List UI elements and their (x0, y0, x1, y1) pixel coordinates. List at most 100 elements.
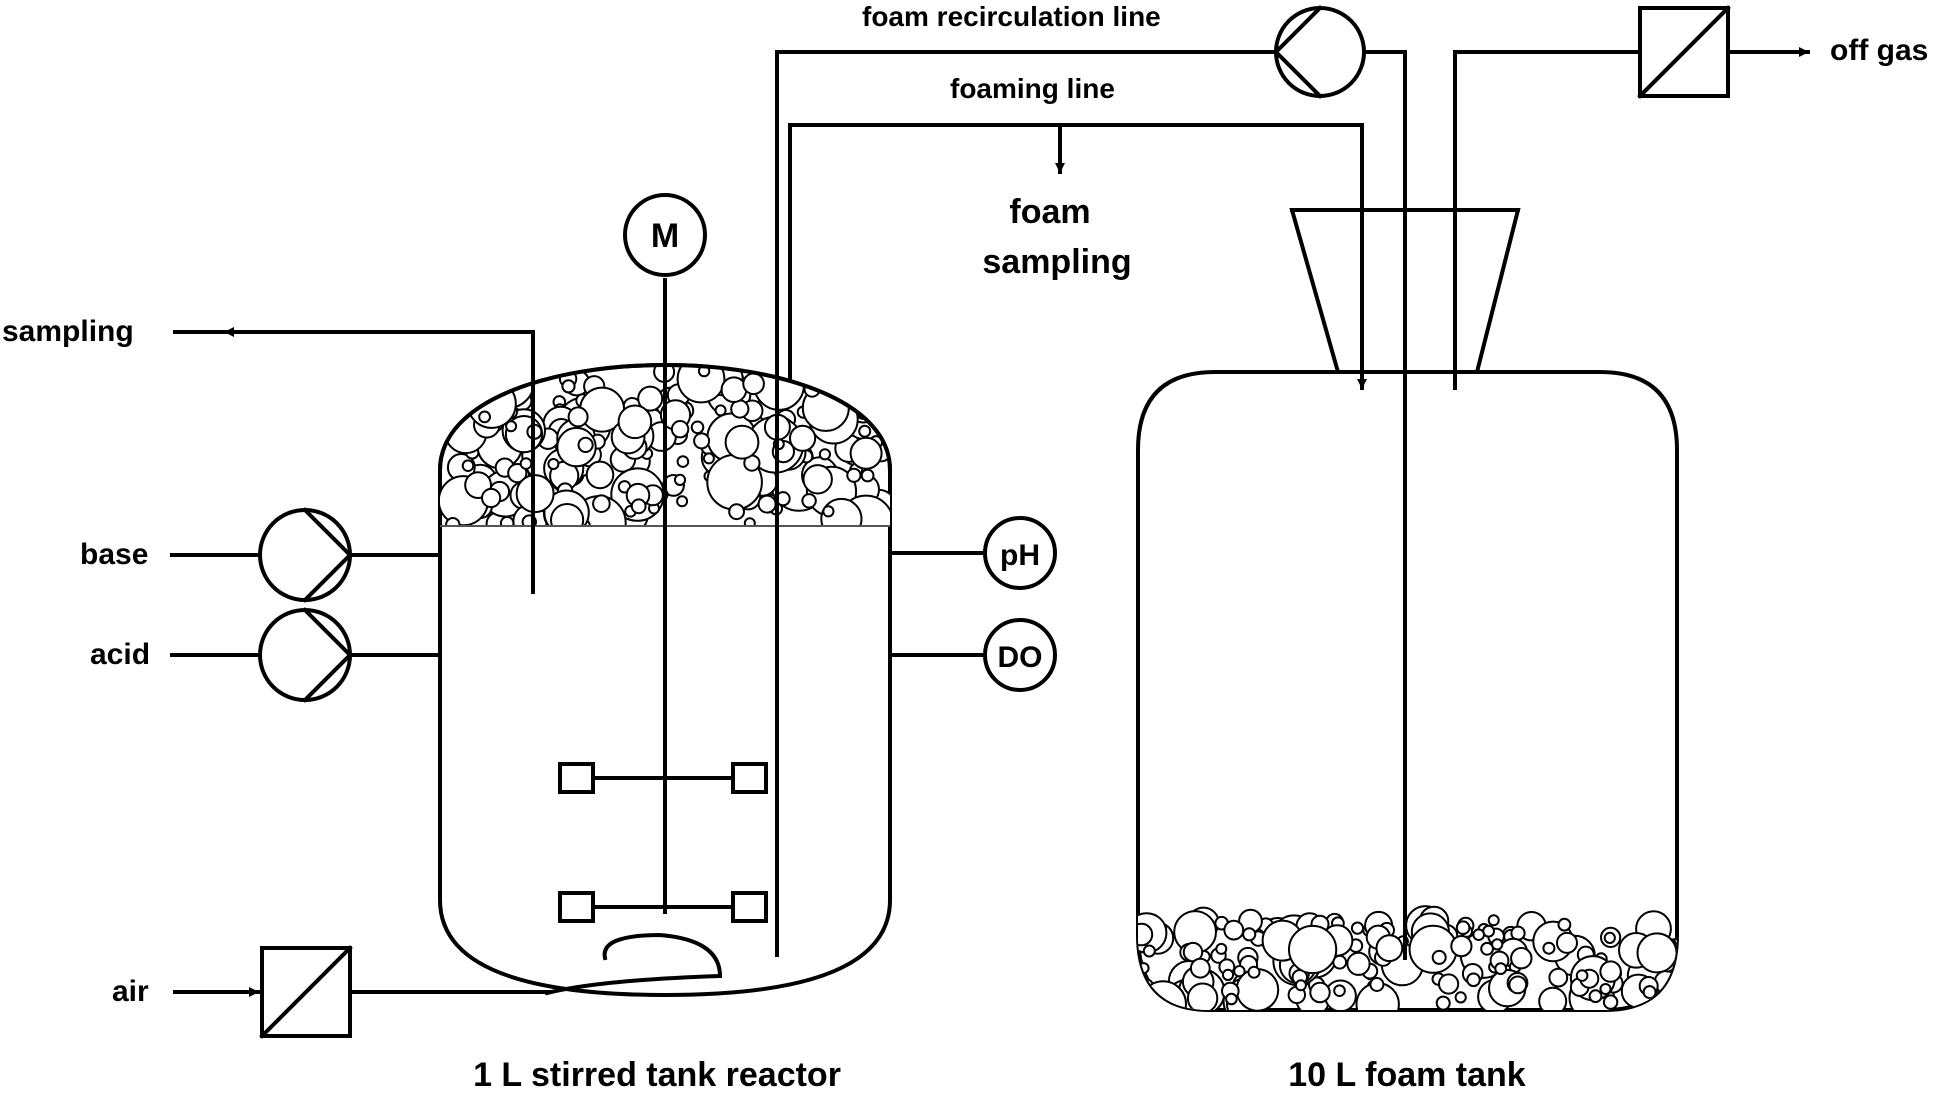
foam-bubble (1548, 967, 1569, 988)
foam-recirculation-label: foam recirculation line (862, 1, 1161, 32)
foam-bubble (1294, 979, 1307, 992)
foam-bubble (690, 420, 705, 435)
do-label: DO (998, 641, 1043, 674)
foam-bubble (617, 404, 653, 440)
foam-bubble (445, 517, 461, 526)
foam-bubble (742, 372, 765, 396)
foam-bubble (670, 420, 690, 439)
foam-bubble (802, 464, 833, 495)
recirculation-pipe-right (1363, 50, 1407, 960)
foam-bubble (1653, 970, 1677, 994)
impeller-lower-left-blade (558, 891, 595, 923)
foam-bubble (1487, 914, 1500, 927)
foam-bubble (858, 424, 872, 438)
off-gas-label: off gas (1830, 34, 1928, 67)
foam-sampling-label-1: foam (1009, 193, 1090, 231)
foaming-line-label: foaming line (950, 73, 1115, 104)
foam-bubble (461, 459, 475, 473)
foam-tank-vessel (1136, 370, 1679, 1012)
foam-bubble (1233, 965, 1246, 978)
foam-bubble (702, 452, 715, 465)
foam-bubble (1466, 972, 1481, 988)
foam-bubble (1309, 981, 1331, 1004)
foam-bubble (1450, 935, 1473, 958)
foam-bubble (820, 497, 863, 526)
foam-bubble (637, 385, 664, 412)
recirculation-pipe-left (775, 50, 1279, 957)
acid-label: acid (90, 638, 150, 671)
foam-bubble (1599, 960, 1622, 983)
foam-bubble (466, 378, 517, 429)
foam-bubble (1247, 965, 1261, 979)
foam-bubble (440, 371, 471, 411)
foam-bubble (1663, 994, 1676, 1007)
foam-bubble (1225, 992, 1238, 1006)
foam-bubble (1223, 919, 1245, 941)
foam-bubble (514, 368, 527, 381)
foam-bubble (1138, 922, 1154, 947)
foam-bubble (846, 467, 862, 483)
foam-bubble (1221, 968, 1235, 982)
foam-bubble (853, 365, 890, 409)
foaming-line: foaming line foam sampling (788, 73, 1367, 390)
foam-bubble (801, 493, 817, 509)
foam-bubble (577, 436, 594, 453)
foam-bubble (478, 410, 492, 424)
foam-bubble (873, 410, 890, 429)
motor-label: M (651, 217, 679, 255)
off-gas-pipe (1453, 50, 1642, 390)
foam-bubble (592, 494, 611, 514)
acid-pump-line: acid (90, 607, 442, 703)
base-pump (258, 508, 352, 602)
recirculation-pump-arrowhead (1273, 5, 1323, 99)
foam-bubble (440, 365, 464, 392)
sampling-label: sampling (2, 315, 134, 348)
foam-bubble (1288, 924, 1338, 975)
foam-bubble (1599, 983, 1612, 995)
foam-bubble (1494, 962, 1508, 975)
foam-bubble (1603, 931, 1616, 945)
acid-pump-arrowhead (302, 607, 353, 703)
foam-bubble (1346, 951, 1371, 976)
foam-bubble (855, 380, 868, 393)
foam-bubble (1642, 985, 1657, 1000)
motor-circle (623, 193, 707, 277)
foam-bubble (550, 502, 585, 526)
foam-bubble (1542, 941, 1556, 955)
sparger-ring (544, 932, 723, 996)
foam-bubble (567, 406, 589, 428)
foam-bubble (1242, 927, 1257, 942)
foam-tank-caption: 10 L foam tank (1288, 1056, 1526, 1094)
foam-bubble (1575, 969, 1589, 982)
foam-bubble (585, 460, 615, 490)
off-gas-filter-diagonal (1637, 5, 1731, 99)
foam-bubble (1142, 944, 1156, 958)
foam-bubble (1491, 938, 1504, 951)
foam-bubble (728, 503, 745, 521)
ph-label: pH (1000, 539, 1040, 572)
foam-bubble (676, 455, 690, 468)
foam-bubble (1636, 932, 1677, 974)
impeller-upper-right-blade (731, 762, 768, 794)
foam-bubble (1350, 921, 1365, 935)
recirculation-pump (1274, 6, 1366, 98)
foam-bubble (547, 458, 560, 470)
foam-bubble (831, 365, 889, 402)
foam-bubble (519, 457, 533, 470)
foam-bubble (630, 498, 647, 515)
base-pump-arrowhead (302, 507, 353, 603)
foam-bubble (676, 495, 689, 508)
impeller-lower-right-blade (731, 891, 768, 923)
foam-bubble (676, 365, 726, 404)
sensors: pH DO (888, 516, 1057, 692)
foam-bubble (481, 487, 502, 509)
foam-bubble (505, 420, 518, 433)
foam-bubble (1556, 931, 1578, 954)
air-supply: air (112, 932, 723, 1039)
foam-bubble (1557, 917, 1572, 932)
base-label: base (80, 538, 148, 571)
impeller-upper-left-blade (558, 762, 595, 794)
foam-bubble (1538, 986, 1568, 1010)
